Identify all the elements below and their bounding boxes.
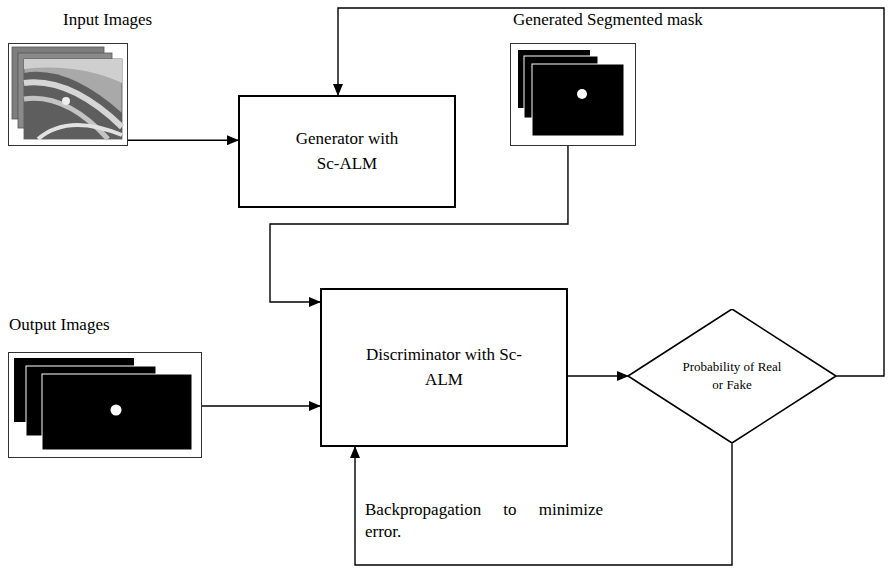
mask-image-frame: Generated Segmented mask — [510, 43, 636, 146]
decision-diamond: Probability of Real or Fake — [628, 309, 836, 443]
image-heading: Input Images — [63, 10, 152, 30]
decision-text: Probability of Real or Fake — [680, 358, 784, 393]
image-heading: Output Images — [9, 315, 110, 335]
edge-label: Backpropagation to minimize error. — [365, 499, 603, 543]
generator-box: Generator with Sc-ALM — [238, 95, 456, 208]
connector-arrow — [355, 443, 732, 565]
mask-image-stack — [510, 43, 636, 146]
diamond-outline — [628, 309, 836, 443]
connector-arrow — [202, 405, 320, 406]
mask-image-stack — [8, 352, 202, 458]
ct-image-stack — [8, 43, 128, 146]
image-heading: Generated Segmented mask — [513, 10, 703, 30]
connector-arrow — [568, 375, 628, 376]
discriminator-box: Discriminator with Sc-ALM — [320, 288, 568, 447]
box-text: Discriminator with Sc-ALM — [365, 343, 523, 392]
box-text: Generator with Sc-ALM — [283, 127, 411, 176]
input-image-frame: Input Images — [8, 43, 128, 146]
output-image-frame: Output Images — [8, 352, 202, 458]
connector-arrow — [128, 139, 238, 140]
